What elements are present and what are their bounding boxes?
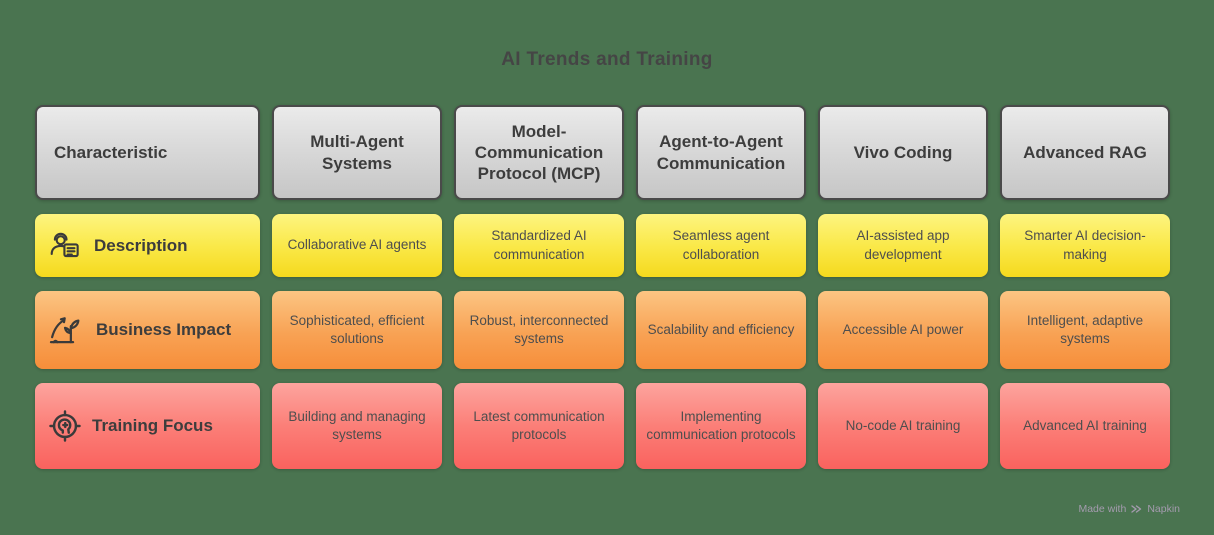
column-header-agent-to-agent: Agent-to-Agent Communication xyxy=(636,105,806,200)
row-label-text: Training Focus xyxy=(92,416,213,435)
growth-plant-icon xyxy=(49,317,80,344)
napkin-watermark[interactable]: Made with Napkin xyxy=(1078,503,1180,515)
table-cell: Building and managing systems xyxy=(272,383,442,469)
page-title: AI Trends and Training xyxy=(501,49,713,70)
table-cell: Advanced AI training xyxy=(1000,383,1170,469)
row-label-business-impact: Business Impact xyxy=(35,291,260,369)
table-cell: No-code AI training xyxy=(818,383,988,469)
table-cell: Scalability and efficiency xyxy=(636,291,806,369)
focus-target-icon xyxy=(49,410,81,442)
table-cell: Sophisticated, efficient solutions xyxy=(272,291,442,369)
napkin-logo-icon xyxy=(1131,505,1142,513)
person-document-icon xyxy=(50,232,79,258)
column-header-characteristic: Characteristic xyxy=(35,105,260,200)
table-cell: Standardized AI communication xyxy=(454,214,624,277)
watermark-prefix: Made with xyxy=(1078,503,1127,515)
row-label-training-focus: Training Focus xyxy=(35,383,260,469)
column-header-vivo-coding: Vivo Coding xyxy=(818,105,988,200)
table-cell: Collaborative AI agents xyxy=(272,214,442,277)
table-cell: Implementing communication protocols xyxy=(636,383,806,469)
table-cell: Intelligent, adaptive systems xyxy=(1000,291,1170,369)
row-label-text: Business Impact xyxy=(96,320,232,339)
comparison-table: Characteristic Multi-Agent Systems Model… xyxy=(35,105,1170,469)
column-header-advanced-rag: Advanced RAG xyxy=(1000,105,1170,200)
row-label-description: Description xyxy=(35,214,260,277)
row-label-text: Description xyxy=(94,235,188,255)
column-header-mcp: Model-Communication Protocol (MCP) xyxy=(454,105,624,200)
table-cell: Robust, interconnected systems xyxy=(454,291,624,369)
table-cell: AI-assisted app development xyxy=(818,214,988,277)
table-cell: Seamless agent collaboration xyxy=(636,214,806,277)
column-header-multi-agent-systems: Multi-Agent Systems xyxy=(272,105,442,200)
table-cell: Smarter AI decision-making xyxy=(1000,214,1170,277)
table-cell: Latest communication protocols xyxy=(454,383,624,469)
table-cell: Accessible AI power xyxy=(818,291,988,369)
watermark-brand: Napkin xyxy=(1147,503,1180,515)
